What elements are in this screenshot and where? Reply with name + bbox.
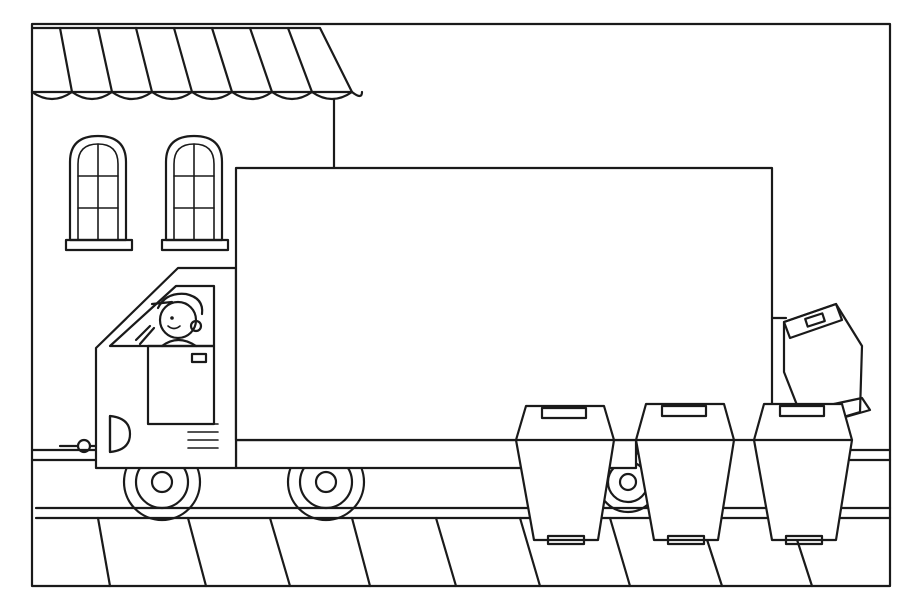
trash-bin-icon	[752, 402, 854, 546]
sidewalk-icon	[30, 448, 892, 588]
awning-icon	[30, 26, 364, 101]
driver-icon	[134, 292, 204, 348]
window-icon	[160, 134, 230, 252]
truck-cargo-panel	[234, 166, 774, 442]
frame-border	[30, 22, 892, 588]
window-icon	[64, 134, 134, 252]
truck-icon	[58, 166, 788, 522]
trash-bin-icon	[514, 404, 616, 546]
trash-bin-icon	[634, 402, 736, 546]
